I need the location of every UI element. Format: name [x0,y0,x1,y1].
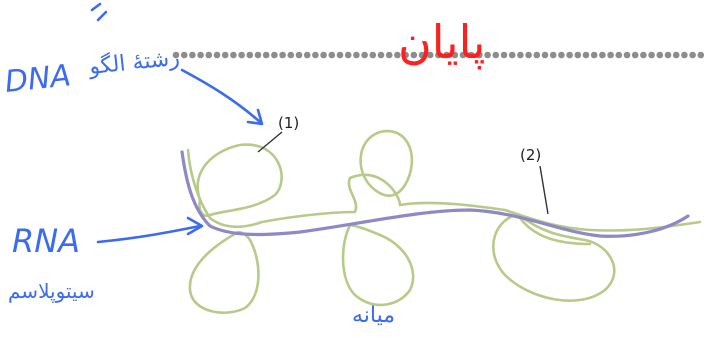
dna-bead [221,51,229,59]
dna-bead [664,51,672,59]
dna-bead [623,51,631,59]
dna-bead [566,51,573,59]
dna-bead [467,51,475,59]
dna-bead [377,51,385,59]
arrow-rna-head [186,216,204,236]
annotation-dna-arabic: رشتهٔ الگو [87,45,181,80]
dna-bead [558,51,565,59]
dna-bead [574,51,582,59]
dna-bead [426,51,434,59]
dna-bead [484,51,491,59]
annotation-dna: DNA [3,58,72,100]
leader-line-one [257,131,283,153]
dna-bead [246,51,254,59]
dna-bead [320,51,327,59]
dna-bead [500,51,508,59]
annotation-center-arabic: میانه [352,303,395,328]
dna-bead [271,51,278,59]
dna-bead [189,51,196,59]
dna-bead [517,51,524,59]
dna-bead [197,51,204,59]
dna-bead [295,51,303,59]
label-one: (1) [278,114,299,132]
label-two: (2) [520,146,541,164]
tick-mark [90,2,108,22]
dna-bead [336,51,344,59]
red-annotation: پایان [398,15,485,70]
dna-bead [443,51,450,59]
dna-bead [394,51,401,59]
dna-bead [631,51,639,59]
dna-bead [361,51,368,59]
dna-bead [525,51,532,59]
dna-bead [648,51,655,59]
dna-bead [213,51,221,59]
dna-bead [418,51,426,59]
dna-bead [640,51,647,59]
arrow-rna [96,224,202,244]
blue-annotations: DNA رشتهٔ الگو RNA سیتوپلاسم میانه [3,2,395,328]
dna-bead [180,51,188,59]
loop-one [196,143,283,217]
dna-bead [205,51,213,59]
dna-bead [459,51,467,59]
dna-bead [344,51,352,59]
dna-bead [541,51,549,59]
dna-bead [369,51,377,59]
dna-bead [279,51,286,59]
dna-bead [254,51,262,59]
dna-bead [435,51,442,59]
loop-right-inner [518,216,592,246]
dna-bead [533,51,541,59]
dna-bead [656,51,664,59]
dna-bead [303,51,311,59]
dna-bead [599,51,606,59]
dna-bead [607,51,614,59]
dna-bead [262,51,270,59]
dna-bead [402,51,409,59]
dna-bead [230,51,237,59]
dna-bead [385,51,393,59]
loop-strand-main [186,148,702,232]
dna-bead [476,51,483,59]
loop-center-top [359,129,414,198]
annotation-rna-arabic: سیتوپلاسم [8,279,95,304]
loop-left-bottom [188,230,260,314]
loop-right [492,212,616,302]
dna-bead [615,51,623,59]
leader-line-two [539,165,549,215]
dna-bead [451,51,459,59]
dna-bead [353,51,360,59]
dna-bead [582,51,590,59]
dna-bead [410,51,418,59]
dna-bead [328,51,336,59]
dna-bead [681,51,688,59]
arrow-dna [180,68,262,124]
dna-bead [172,51,180,59]
dna-bead [238,51,245,59]
dna-bead [492,51,500,59]
dna-bead [508,51,516,59]
green-loop-strand [186,129,702,314]
dna-bead [287,51,295,59]
dna-bead [312,51,319,59]
dna-bead [689,51,696,59]
arrow-dna-head [246,108,264,126]
loop-center-bottom [341,223,415,307]
annotation-top-red: پایان [398,15,485,70]
dna-bead [672,51,680,59]
annotation-rna: RNA [12,222,80,260]
dna-bead-strand [172,51,705,59]
rna-strand [180,150,690,238]
dna-bead [697,51,705,59]
dna-bead [590,51,598,59]
dna-bead [549,51,557,59]
